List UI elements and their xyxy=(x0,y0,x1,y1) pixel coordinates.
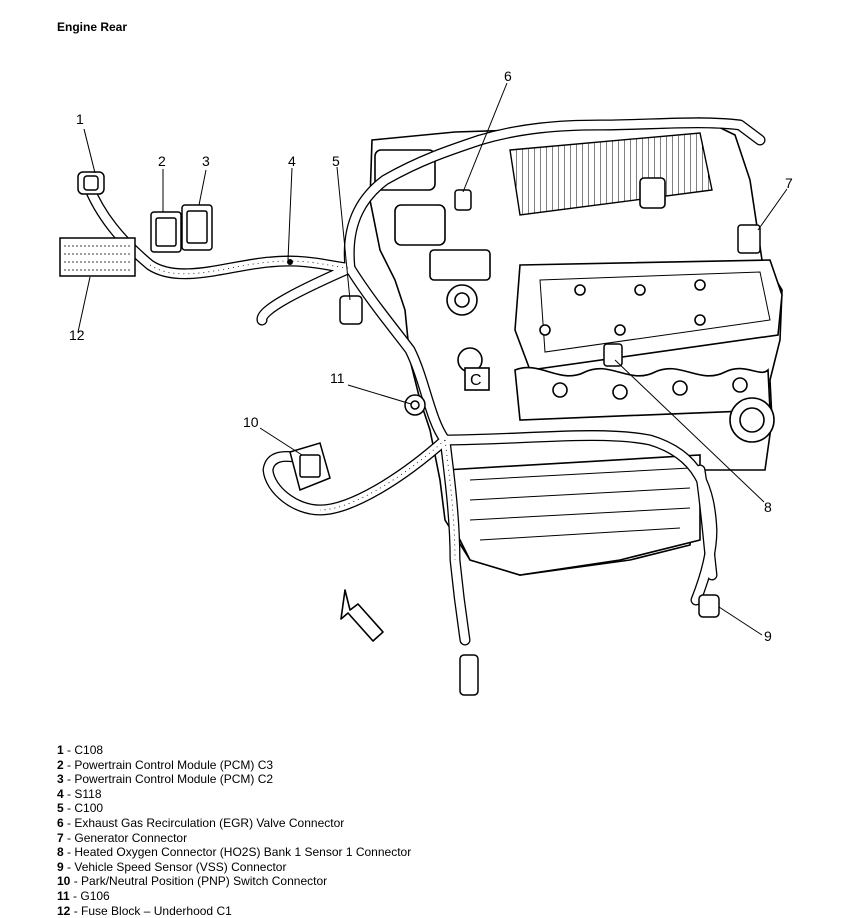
connector-s118-splice xyxy=(287,259,293,265)
legend-item: 7 - Generator Connector xyxy=(57,830,188,845)
fuse-block-underhood-c1 xyxy=(59,237,136,277)
connector-vss xyxy=(698,594,720,618)
connector-ho2s-b1s1 xyxy=(603,343,623,367)
callout-8: 8 xyxy=(764,499,772,515)
legend-item: 1 - C108 xyxy=(57,743,104,757)
callout-numbers: 1 2 3 4 5 6 7 8 9 10 11 12 xyxy=(69,68,793,644)
connector-egr-valve xyxy=(454,189,472,211)
legend-item: 10 - Park/Neutral Position (PNP) Switch … xyxy=(57,874,328,889)
legend-item: 11 - G106 xyxy=(57,888,110,903)
leader-lines xyxy=(77,82,788,636)
callout-1: 1 xyxy=(76,111,84,127)
connector-c108 xyxy=(77,171,105,195)
callout-12: 12 xyxy=(69,327,85,343)
engine-block: C xyxy=(369,117,783,576)
callout-9: 9 xyxy=(764,628,772,644)
callout-4: 4 xyxy=(288,153,296,169)
wiring-harness xyxy=(82,117,766,646)
legend-item: 9 - Vehicle Speed Sensor (VSS) Connector xyxy=(57,859,287,874)
connector-pcm-c3 xyxy=(150,211,182,253)
callout-6: 6 xyxy=(504,68,512,84)
callout-5: 5 xyxy=(332,153,340,169)
legend-item: 6 - Exhaust Gas Recirculation (EGR) Valv… xyxy=(57,815,345,830)
engine-wiring-diagram: C xyxy=(59,68,793,696)
harness-end-connector xyxy=(459,654,479,696)
callout-3: 3 xyxy=(202,153,210,169)
connector-c100 xyxy=(339,295,363,325)
callout-2: 2 xyxy=(158,153,166,169)
legend-item: 3 - Powertrain Control Module (PCM) C2 xyxy=(57,772,274,787)
callout-11: 11 xyxy=(330,370,345,386)
ground-g106 xyxy=(404,394,426,416)
connector-pcm-c2 xyxy=(181,204,213,251)
svg-text:C: C xyxy=(470,372,482,389)
legend-item: 4 - S118 xyxy=(57,786,102,801)
connector-pnp-switch xyxy=(289,442,331,492)
connector-generator xyxy=(737,224,761,254)
legend-item: 8 - Heated Oxygen Connector (HO2S) Bank … xyxy=(57,845,412,860)
legend: 1 - C108 2 - Powertrain Control Module (… xyxy=(57,743,411,918)
legend-item: 12 - Fuse Block – Underhood C1 xyxy=(57,903,232,918)
legend-item: 5 - C100 xyxy=(57,801,104,816)
callout-7: 7 xyxy=(785,175,793,191)
legend-item: 2 - Powertrain Control Module (PCM) C3 xyxy=(57,757,274,772)
diagram-title: Engine Rear xyxy=(57,20,128,34)
direction-arrow xyxy=(340,589,384,642)
callout-10: 10 xyxy=(243,414,259,430)
